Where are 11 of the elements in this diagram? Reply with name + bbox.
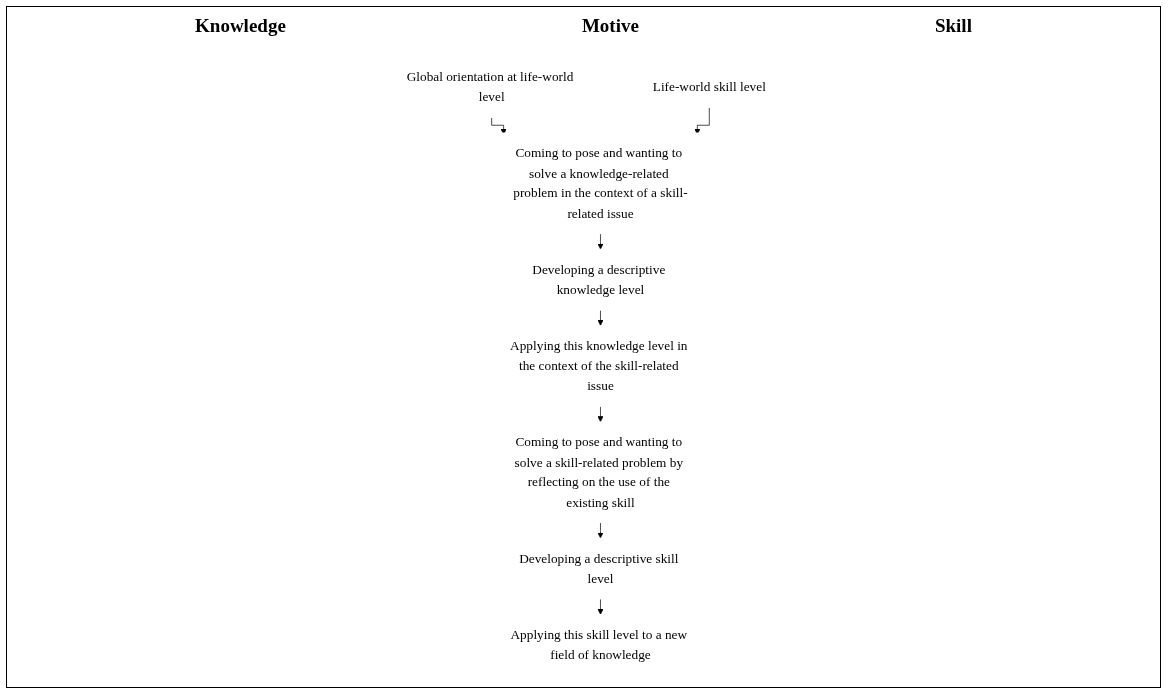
column-header: Skill <box>934 15 972 38</box>
node-text: Coming to pose and wanting to solve a knowledge-related problem in the context of a skill-related issue <box>513 145 688 221</box>
column-header: Motive <box>581 15 639 38</box>
node-text: Global orientation at life-world level <box>406 69 574 104</box>
node-text: Developing a descriptive knowledge level <box>532 261 666 297</box>
node-text: Applying this knowledge level in the context of the skill-related issue <box>510 338 688 393</box>
node-text: Coming to pose and wanting to solve a skill-related problem by reflecting on the use of the existing skill <box>514 434 684 510</box>
node-text: Life-world skill level <box>653 79 767 94</box>
column-header: Knowledge <box>195 15 286 38</box>
node-text: Applying this skill level to a new field of knowledge <box>510 627 688 662</box>
node-text: Developing a descriptive skill level <box>519 550 679 586</box>
